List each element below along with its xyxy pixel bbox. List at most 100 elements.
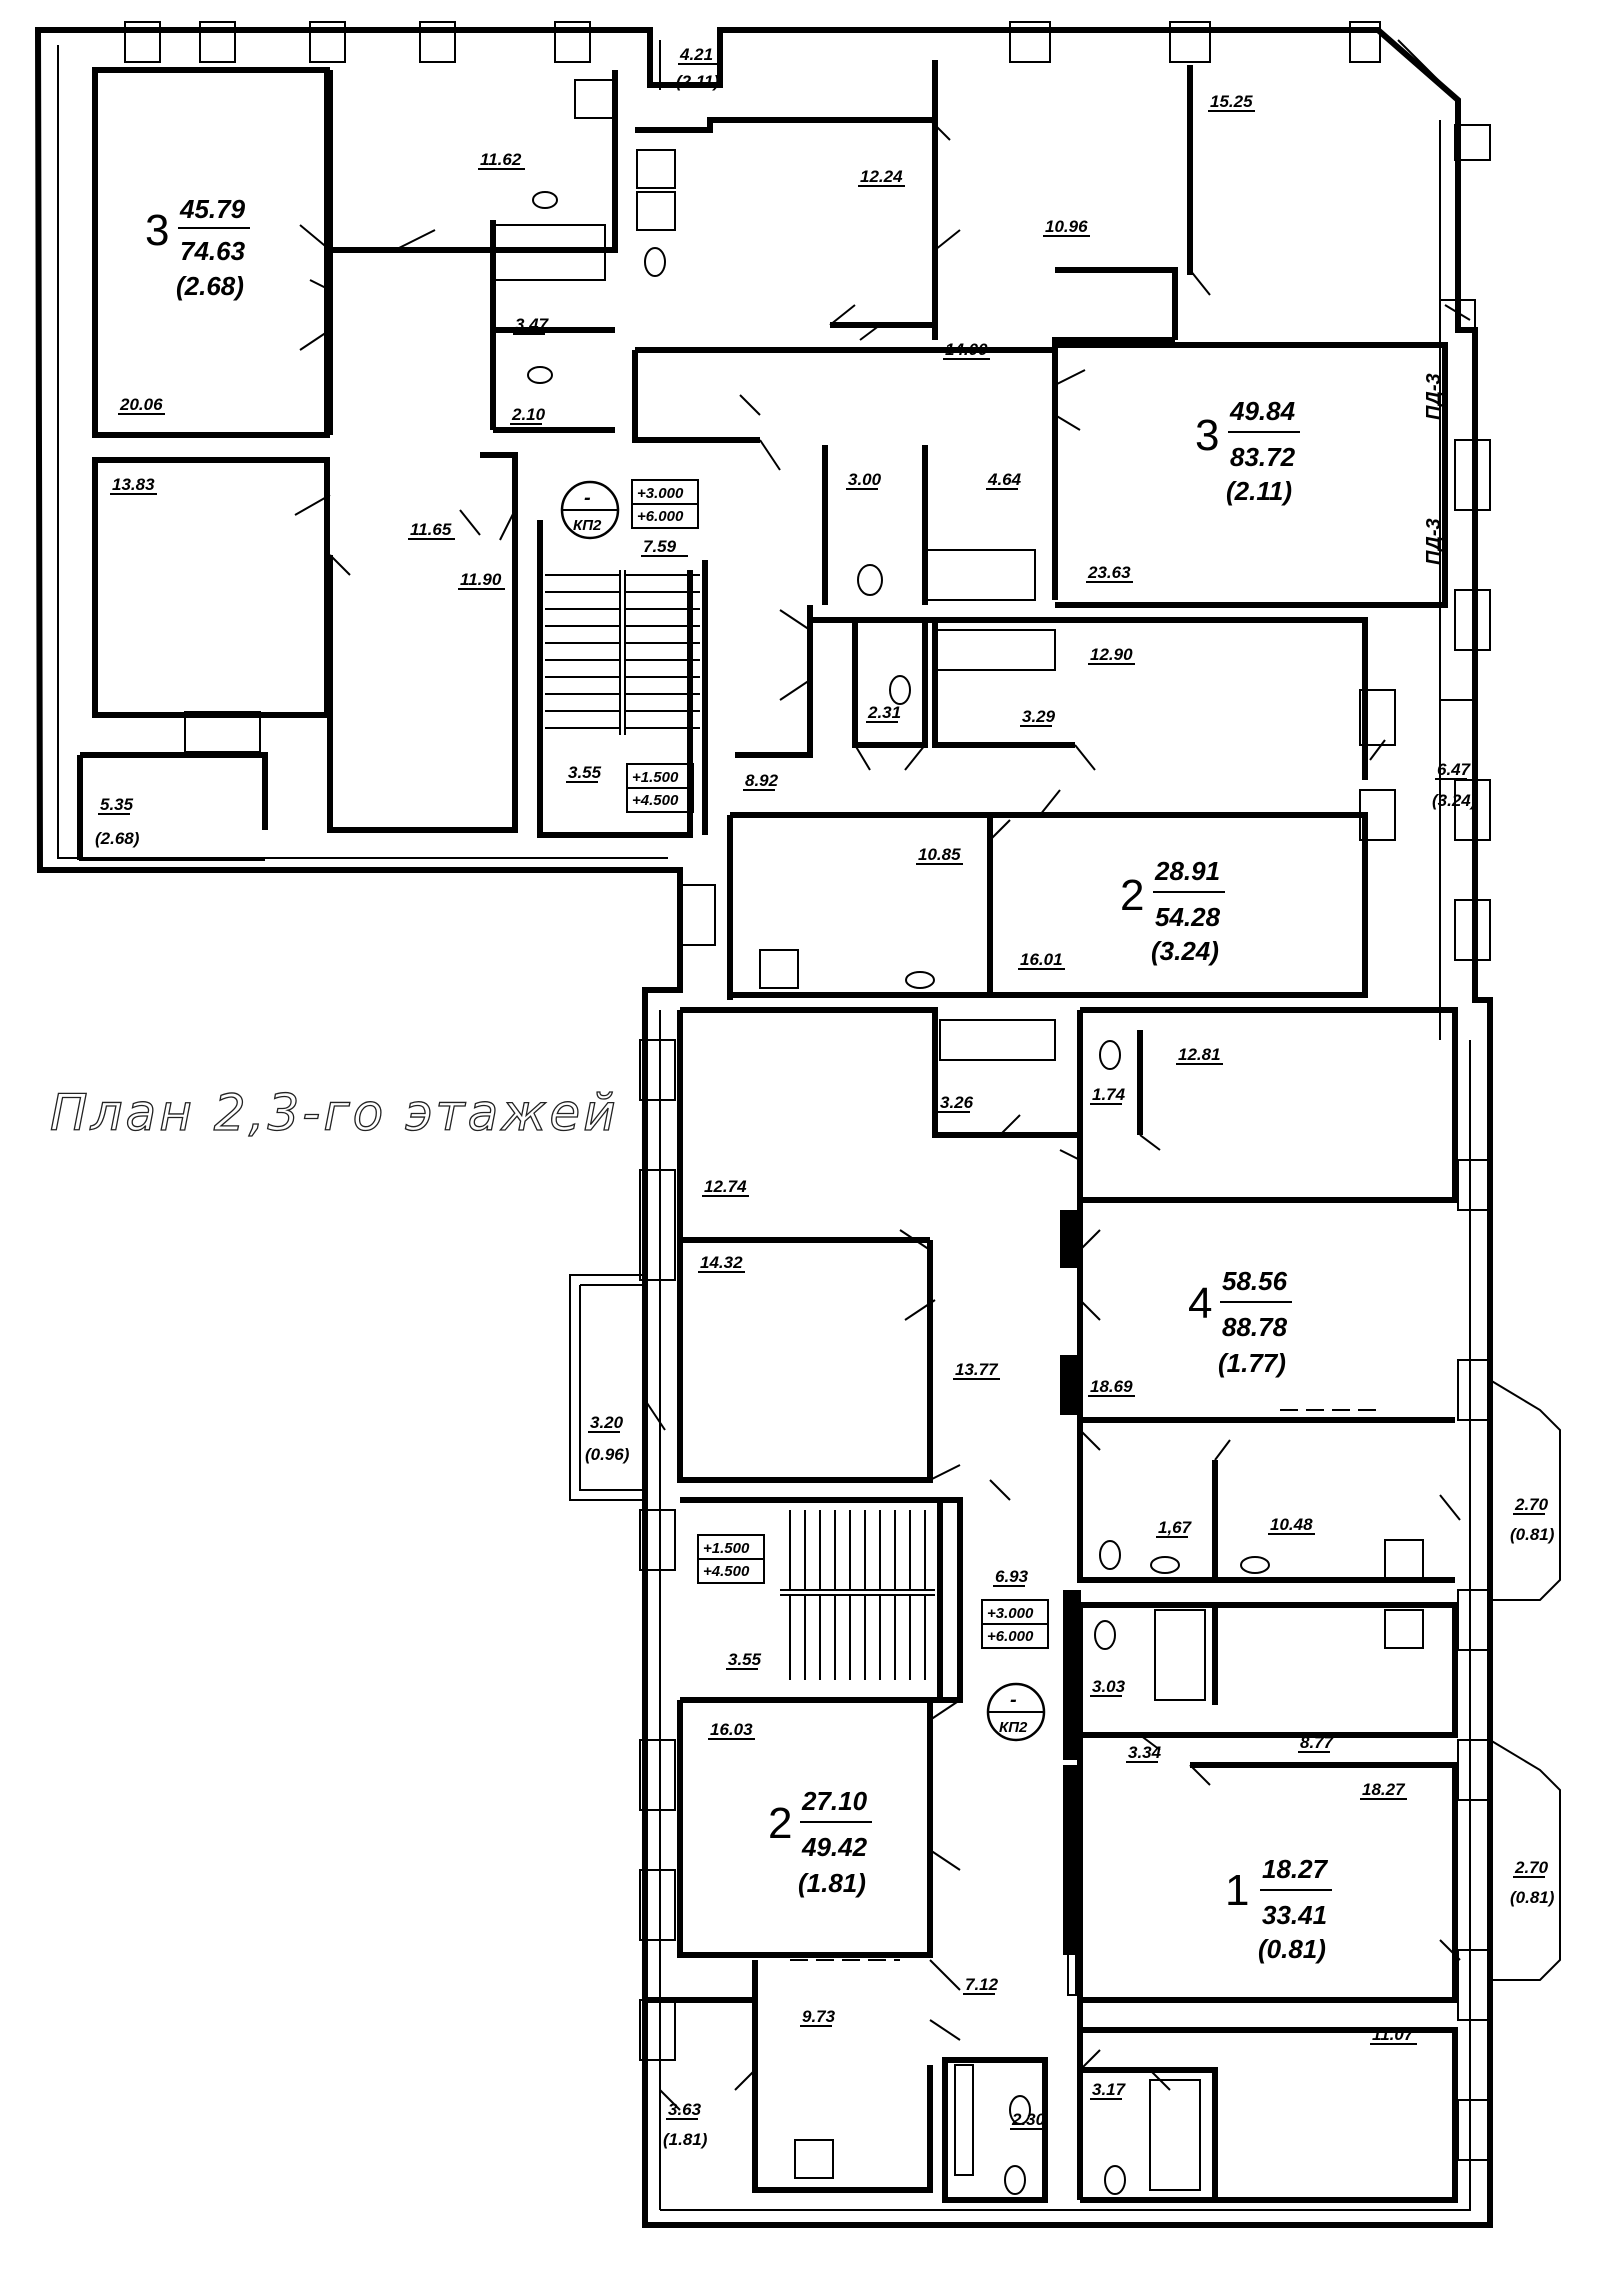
level-mark: +3.000: [637, 485, 684, 502]
apartment-label-3-ne: 3 49.84 83.72 (2.11): [1195, 396, 1300, 506]
room-label-underlines: [98, 63, 1545, 2130]
vent-label: ПД-3: [1423, 518, 1445, 565]
stair-2-treads: [780, 1510, 935, 1680]
room-area: 3.20: [590, 1413, 624, 1432]
room-area: 11.62: [480, 150, 522, 169]
apartment-total-area: 33.41: [1262, 1900, 1327, 1930]
room-area: 2.31: [867, 703, 901, 722]
room-area: 14.00: [945, 340, 988, 359]
fixtures: [494, 79, 1424, 2195]
apartment-label-3-nw: 3 45.79 74.63 (2.68): [145, 194, 250, 301]
bay-windows: [1440, 299, 1561, 1981]
room-area: (1.81): [663, 2130, 708, 2149]
room-area: 1.74: [1092, 1085, 1126, 1104]
apartment-balcony-area: (1.81): [798, 1868, 866, 1898]
apartment-rooms-count: 3: [145, 206, 169, 255]
apartment-balcony-area: (2.68): [176, 271, 244, 301]
room-area: 3.03: [1092, 1677, 1126, 1696]
level-mark: +6.000: [637, 508, 684, 525]
apartment-label-2-sw: 2 27.10 49.42 (1.81): [768, 1786, 872, 1898]
apartment-total-area: 88.78: [1222, 1312, 1288, 1342]
room-area: 12.74: [704, 1177, 747, 1196]
section-dash: -: [1010, 1689, 1017, 1711]
apartment-rooms-count: 1: [1225, 1866, 1249, 1915]
room-area: (2.68): [95, 829, 140, 848]
apartment-total-area: 74.63: [180, 236, 246, 266]
room-area: 11.07: [1372, 2025, 1415, 2044]
room-area: 16.01: [1020, 950, 1063, 969]
room-area: 4.64: [987, 470, 1022, 489]
room-area: 18.27: [1362, 1780, 1406, 1799]
room-area: (3.24): [1432, 791, 1477, 810]
stair-1-treads: [545, 570, 700, 735]
room-area: (0.96): [585, 1445, 630, 1464]
room-area: 12.90: [1090, 645, 1133, 664]
level-mark: +4.500: [632, 792, 679, 809]
level-mark: +4.500: [703, 1563, 750, 1580]
room-area: 20.06: [119, 395, 163, 414]
apartment-living-area: 28.91: [1154, 856, 1220, 886]
apartment-balcony-area: (3.24): [1151, 936, 1219, 966]
room-area: 7.12: [965, 1975, 999, 1994]
apartment-living-area: 27.10: [801, 1786, 868, 1816]
door-swings: [294, 119, 1471, 2111]
level-mark: +6.000: [987, 1628, 1034, 1645]
room-area: 12.81: [1178, 1045, 1221, 1064]
room-area-labels: 4.21 (2.11) 15.25 11.62 12.24 10.96 3.47…: [95, 45, 1555, 2149]
room-area: 3.55: [568, 763, 602, 782]
apartment-living-area: 45.79: [179, 194, 246, 224]
room-area: 8.92: [745, 771, 779, 790]
section-dash: -: [584, 487, 591, 509]
apartment-living-area: 49.84: [1229, 396, 1296, 426]
room-area: 4.21: [679, 45, 713, 64]
plan-title: План 2,3-го этажей: [50, 1084, 619, 1142]
apartment-total-area: 49.42: [801, 1832, 868, 1862]
section-marker-bottom: - КП2: [986, 1682, 1046, 1742]
dashed-openings: [327, 110, 1380, 1961]
columns: [954, 1210, 1081, 2176]
apartment-label-4: 4 58.56 88.78 (1.77): [1188, 1266, 1292, 1378]
room-area: 2.70: [1514, 1495, 1549, 1514]
apartment-rooms-count: 2: [768, 1799, 792, 1848]
room-area: 5.35: [100, 795, 134, 814]
room-area: 13.83: [112, 475, 155, 494]
room-area: 15.25: [1210, 92, 1253, 111]
room-area: 3.29: [1022, 707, 1056, 726]
room-area: 2.10: [511, 405, 546, 424]
apartment-rooms-count: 3: [1195, 411, 1219, 460]
room-area: 9.73: [802, 2007, 836, 2026]
room-area: 16.03: [710, 1720, 753, 1739]
apartment-balcony-area: (2.11): [1226, 476, 1292, 506]
room-area: 11.65: [410, 520, 452, 539]
room-area: 2.70: [1514, 1858, 1549, 1877]
room-area: 3.47: [515, 315, 550, 334]
apartment-balcony-area: (1.77): [1218, 1348, 1286, 1378]
room-area: 3.00: [848, 470, 882, 489]
room-area: 3.17: [1092, 2080, 1127, 2099]
room-area: 7.59: [643, 537, 677, 556]
room-area: 8.77: [1300, 1733, 1335, 1752]
apartment-labels: 3 45.79 74.63 (2.68) 3 49.84 83.72 (2.11…: [145, 194, 1332, 1964]
apartment-living-area: 58.56: [1222, 1266, 1288, 1296]
level-marks: +3.000 +6.000 +1.500 +4.500 +1.500 +4.50…: [626, 479, 1049, 1649]
vent-label: ПД-3: [1423, 373, 1445, 420]
room-area: 10.48: [1270, 1515, 1313, 1534]
room-area: (2.11): [676, 72, 719, 91]
room-area: 23.63: [1087, 563, 1131, 582]
apartment-rooms-count: 2: [1120, 871, 1144, 920]
room-area: 3.63: [668, 2100, 702, 2119]
section-code: КП2: [573, 517, 602, 534]
room-area: 14.32: [700, 1253, 743, 1272]
room-area: 6.93: [995, 1567, 1029, 1586]
apartment-balcony-area: (0.81): [1258, 1934, 1326, 1964]
level-mark: +1.500: [703, 1540, 750, 1557]
loggias: [79, 760, 646, 1501]
apartment-total-area: 54.28: [1155, 902, 1221, 932]
room-area: 12.24: [860, 167, 903, 186]
apartment-living-area: 18.27: [1262, 1854, 1329, 1884]
level-mark: +1.500: [632, 769, 679, 786]
room-area: 3.55: [728, 1650, 762, 1669]
room-area: 10.96: [1045, 217, 1088, 236]
room-area: (0.81): [1510, 1525, 1555, 1544]
